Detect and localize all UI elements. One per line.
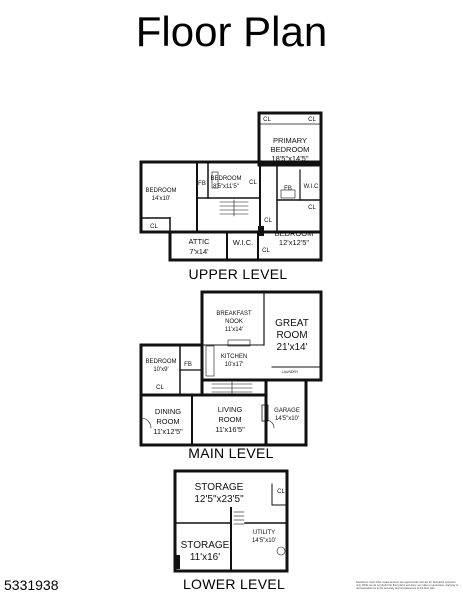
level-label-upper: UPPER LEVEL xyxy=(188,266,287,282)
room-name-breakfast-2: NOOK xyxy=(225,319,243,325)
room-name-bedroom-a: BEDROOM xyxy=(145,188,176,194)
closet-label: CL xyxy=(308,205,316,211)
room-dim-garage: 14'5"x10' xyxy=(275,416,299,422)
closet-label: CL xyxy=(150,224,158,230)
room-name-primary: PRIMARY xyxy=(273,136,307,145)
room-name-attic: ATTIC xyxy=(188,237,210,246)
room-name-living-2: ROOM xyxy=(218,415,241,424)
closet-label: CL xyxy=(277,489,285,495)
room-name-garage: GARAGE xyxy=(274,408,300,414)
room-dim-attic: 7'x14' xyxy=(189,247,209,256)
disclaimer-text: Disclaimer: Floor Plan measurements are … xyxy=(356,581,459,591)
room-dim-bedroom-c: 12'x12'5" xyxy=(279,238,309,247)
room-name-kitchen: KITCHEN xyxy=(221,354,247,360)
closet-label: CL xyxy=(308,117,316,123)
wic-small-label: W.I.C xyxy=(304,184,319,190)
room-name-bedroom-main: BEDROOM xyxy=(145,359,176,365)
room-dim-great: 21'x14' xyxy=(276,342,307,353)
full-bath-label: FB xyxy=(284,186,292,192)
closet-label: CL xyxy=(156,385,164,391)
upper-level-plan xyxy=(139,111,323,262)
closet-label: CL xyxy=(264,218,272,224)
room-name-living: LIVING xyxy=(218,405,243,414)
page-title: Floor Plan xyxy=(135,8,328,55)
room-name-great: GREAT xyxy=(275,318,309,329)
room-dim-storage-1: 12'5"x23'5" xyxy=(194,494,244,505)
room-dim-bedroom-b: 8'5"x11'5" xyxy=(213,184,239,190)
closet-label: CL xyxy=(263,117,271,123)
room-dim-bedroom-main: 10'x9' xyxy=(153,367,168,373)
room-dim-utility: 14'5"x10' xyxy=(252,538,276,544)
room-name-dining: DINING xyxy=(155,407,181,416)
room-name-bedroom-c: BEDROOM xyxy=(275,229,314,238)
room-dim-bedroom-a: 14'x10' xyxy=(152,196,171,202)
lower-level-plan xyxy=(173,469,289,573)
room-name-storage-2: STORAGE xyxy=(181,540,230,551)
room-name-wic: W.I.C. xyxy=(233,238,253,247)
full-bath-label: FB xyxy=(198,181,206,187)
level-label-lower: LOWER LEVEL xyxy=(183,576,285,592)
room-name-laundry: LAUNDRY xyxy=(282,370,299,374)
room-dim-living: 11'x16'5" xyxy=(215,425,245,434)
closet-label: CL xyxy=(249,180,257,186)
room-name-storage-1: STORAGE xyxy=(195,482,244,493)
room-dim-breakfast: 11'x14' xyxy=(225,327,243,333)
room-dim-dining: 11'x12'5" xyxy=(153,427,183,436)
closet-label: CL xyxy=(262,248,270,254)
full-bath-label: FB xyxy=(184,362,192,368)
level-label-main: MAIN LEVEL xyxy=(188,445,273,461)
room-name-primary-2: BEDROOM xyxy=(271,145,310,154)
main-level-plan xyxy=(139,290,323,447)
room-name-great-2: ROOM xyxy=(276,330,307,341)
listing-id: 5331938 xyxy=(4,577,59,593)
room-name-breakfast: BREAKFAST xyxy=(216,311,252,317)
room-name-dining-2: ROOM xyxy=(156,417,179,426)
room-name-bedroom-b: BEDROOM xyxy=(210,176,241,182)
room-dim-kitchen: 10'x17' xyxy=(225,362,244,368)
room-name-utility: UTILITY xyxy=(253,530,275,536)
room-dim-storage-2: 11'x16' xyxy=(190,552,220,563)
room-dim-primary: 18'5"x14'5" xyxy=(272,154,309,163)
